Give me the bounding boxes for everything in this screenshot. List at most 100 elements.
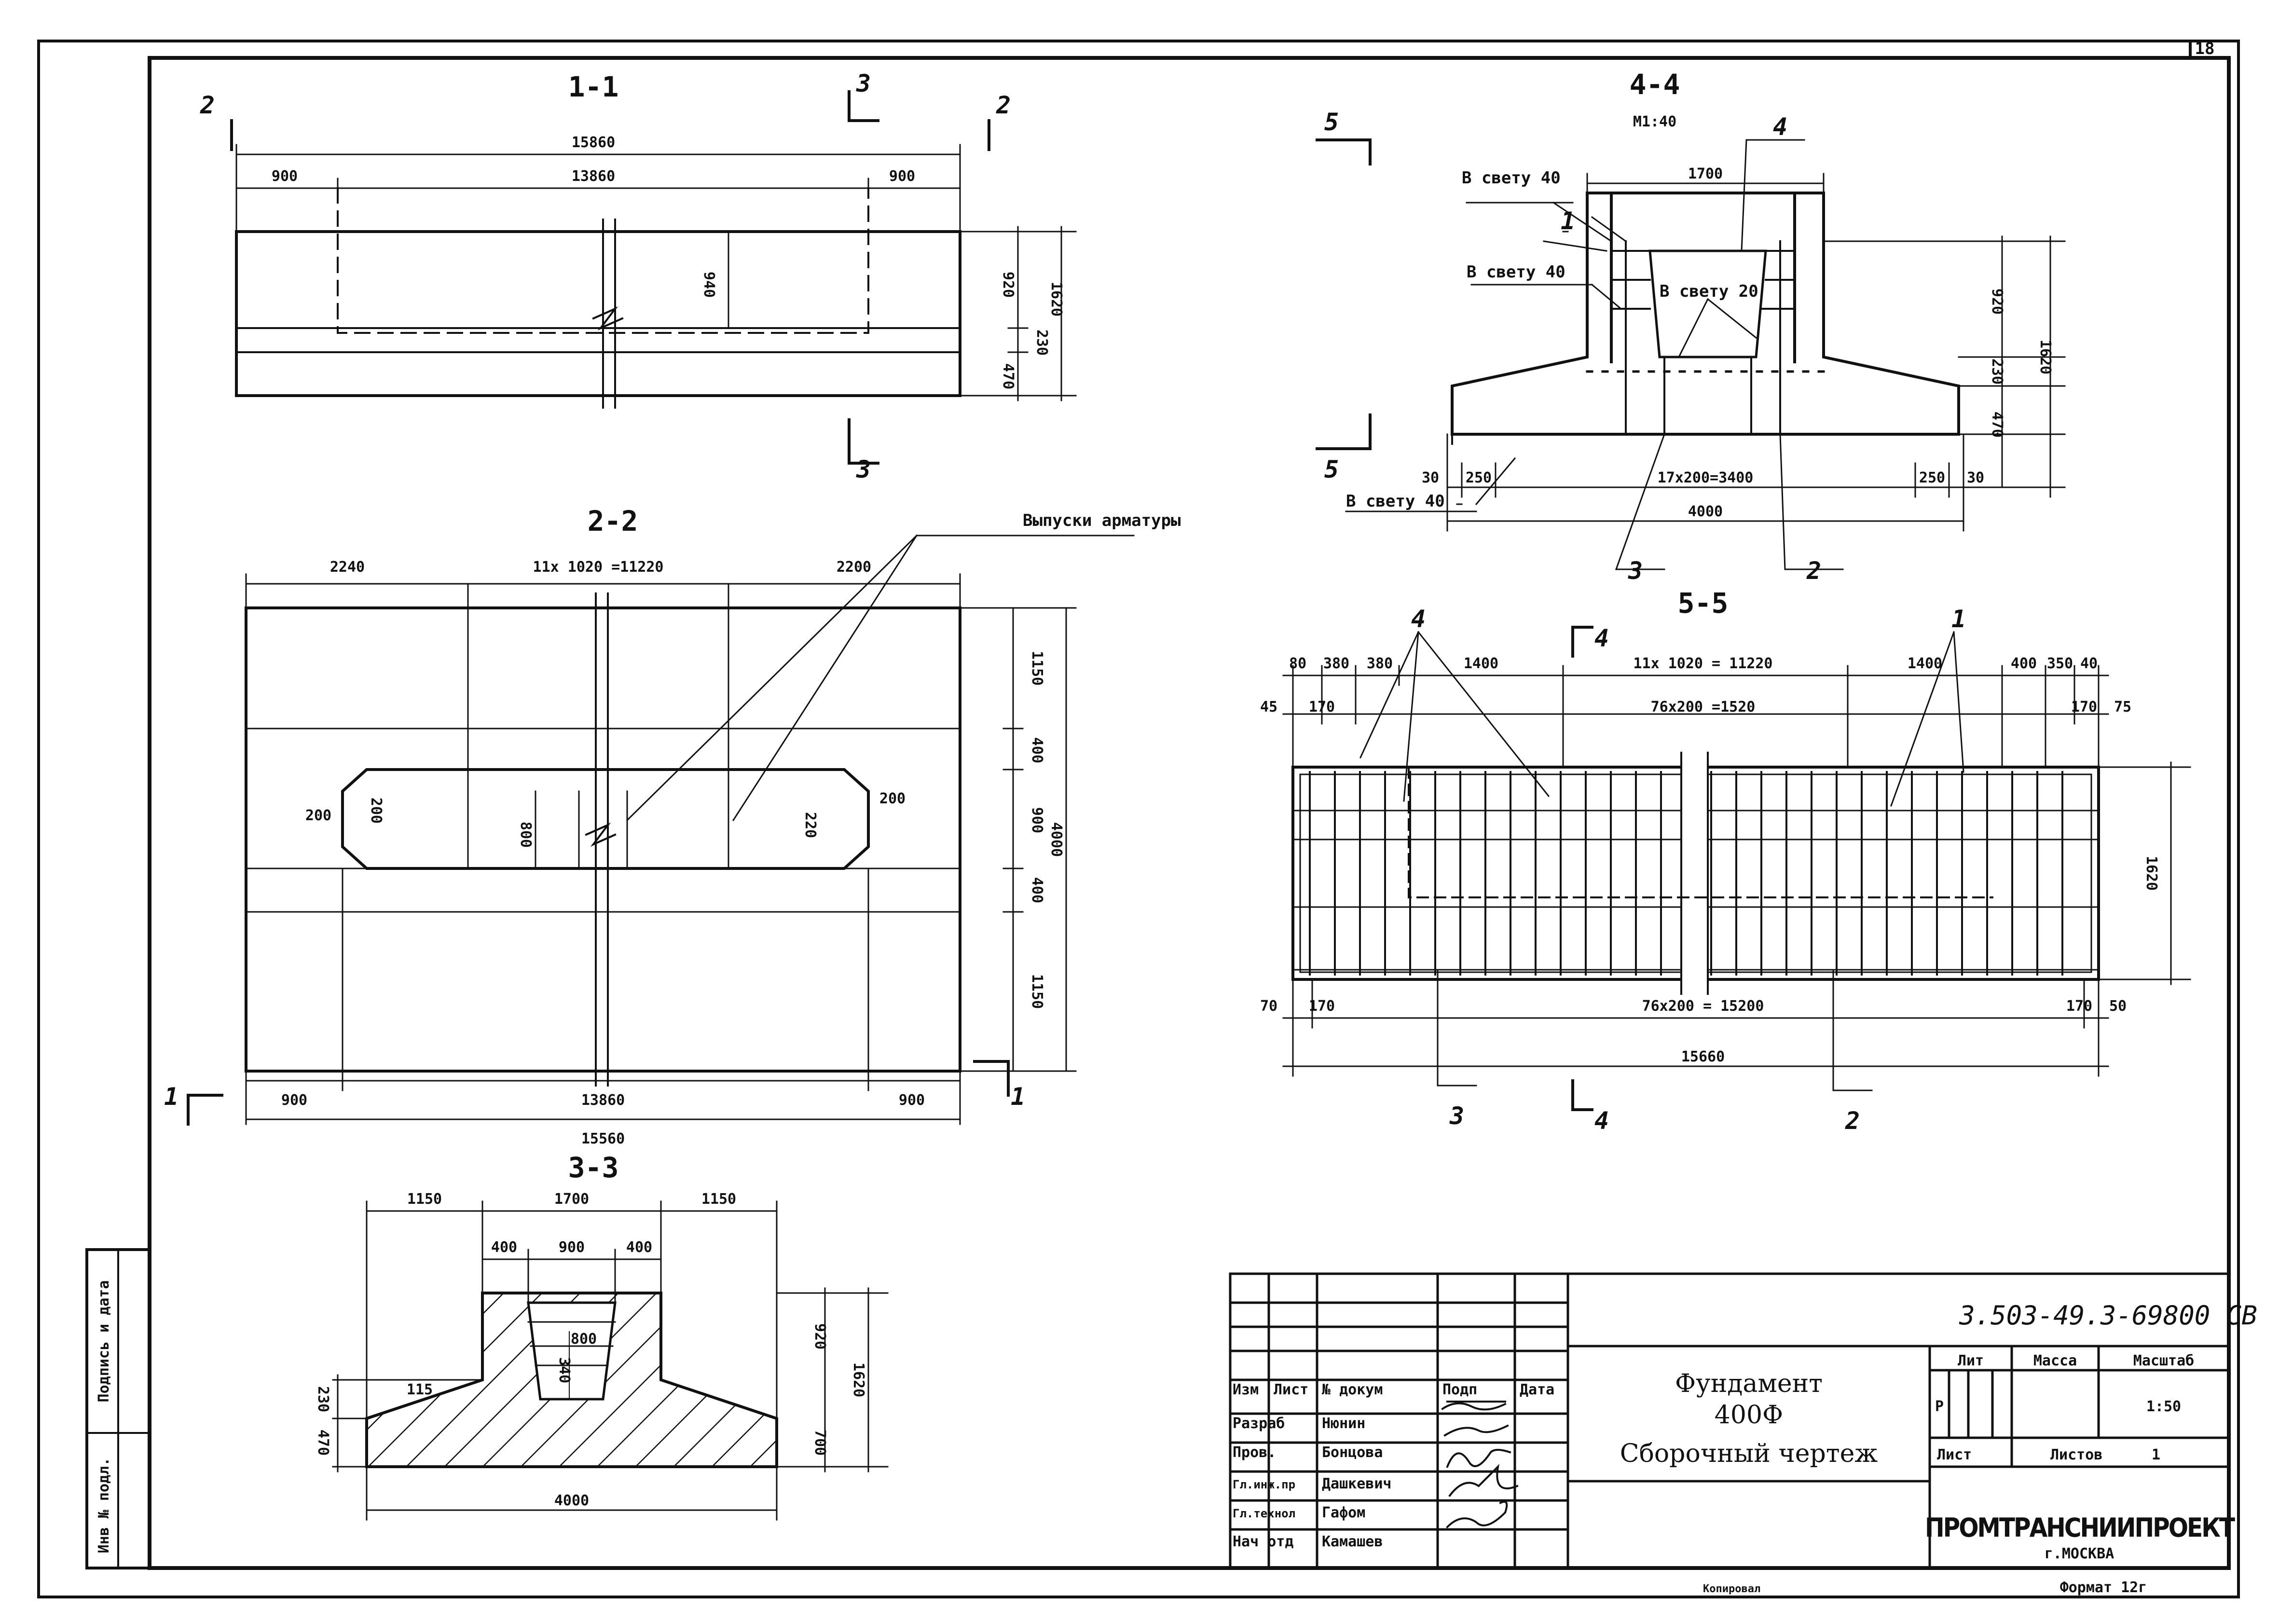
s11-dim-920: 920: [1000, 272, 1016, 298]
s55-cut-4-top: 4: [1594, 624, 1609, 652]
s22-dim-bottom-15560: 15560: [581, 1130, 625, 1147]
s44-callout-3: 3: [1628, 557, 1643, 585]
s33-dim-340: 340: [556, 1357, 573, 1383]
organization-name: ПРОМТРАНСНИИПРОЕКТ: [1925, 1513, 2235, 1543]
s44-dim-30-left: 30: [1422, 469, 1439, 486]
s55-dim-75: 75: [2114, 699, 2131, 716]
s55-dim-70: 70: [1260, 998, 1277, 1015]
s11-cut-2-left: 2: [200, 91, 215, 119]
s55-dim-400: 400: [2011, 655, 2037, 672]
s55-dim-170-left: 170: [1309, 699, 1335, 716]
s55-dim-380: 380: [1323, 655, 1349, 672]
s55-callout-1: 1: [1951, 605, 1966, 633]
s44-dim-250-left: 250: [1466, 469, 1492, 486]
side-stamp-inv: Инв № подл.: [96, 1458, 112, 1554]
s22-dim-1150-bottom: 1150: [1029, 974, 1045, 1009]
s44-callout-2: 2: [1806, 557, 1821, 585]
s44-dim-230: 230: [1989, 358, 2005, 385]
tb-name-2: Дашкевич: [1322, 1475, 1392, 1492]
s44-label-clear40-mid: В свету 40: [1467, 262, 1565, 282]
s22-dim-1150-top: 1150: [1029, 651, 1045, 686]
s11-dim-1620: 1620: [1048, 282, 1065, 317]
s55-dim-total: 15660: [1681, 1048, 1725, 1065]
s22-cut-1-right: 1: [1011, 1083, 1025, 1111]
s22-note-rebar-outlets: Выпуски арматуры: [1023, 511, 1181, 530]
s44-callout-1: 1: [1561, 207, 1575, 235]
s11-cut-3-top: 3: [856, 69, 871, 97]
s44-dim-920: 920: [1989, 289, 2005, 315]
s55-dim-170-bottom-right: 170: [2066, 998, 2092, 1015]
tb-header-izm: Изм: [1233, 1381, 1259, 1398]
s33-dim-400-left: 400: [491, 1239, 517, 1256]
s22-dim-400-top: 400: [1029, 737, 1045, 763]
s55-callout-4: 4: [1411, 605, 1426, 633]
tb-role-0: Разраб: [1233, 1415, 1285, 1432]
s22-dim-bottom-900-right: 900: [899, 1092, 925, 1109]
s55-dim-76x200-bottom: 76x200 = 15200: [1642, 998, 1764, 1015]
s33-dim-700: 700: [811, 1430, 828, 1456]
s11-dim-230: 230: [1033, 330, 1050, 356]
tb-role-4: Нач отд: [1233, 1533, 1293, 1550]
s33-dim-900: 900: [559, 1239, 585, 1256]
s55-callout-3: 3: [1449, 1102, 1464, 1130]
s22-dim-200-right: 200: [879, 790, 906, 807]
tb-name-3: Гафом: [1322, 1504, 1365, 1521]
s33-dim-1700: 1700: [554, 1191, 589, 1208]
s11-dim-middle: 13860: [572, 168, 615, 185]
s22-dim-400-bottom: 400: [1029, 877, 1045, 903]
s55-dim-1400-left: 1400: [1464, 655, 1498, 672]
s44-cut-5-bottom: 5: [1324, 455, 1339, 483]
s55-dim-350: 350: [2047, 655, 2073, 672]
s22-cut-1-left: 1: [164, 1083, 178, 1111]
section-4-4-title: 4-4: [1630, 68, 1680, 101]
tb-header-list: Лист: [1274, 1381, 1308, 1398]
tb-sheets-label: Листов: [2050, 1446, 2102, 1463]
s22-dim-200-inner: 200: [368, 798, 384, 824]
side-stamp-sign: Подпись и дата: [96, 1280, 112, 1403]
s55-dim-40: 40: [2080, 655, 2098, 672]
s33-dim-800: 800: [571, 1331, 597, 1348]
s33-dim-920: 920: [811, 1323, 828, 1349]
s11-cut-3-bottom: 3: [856, 455, 871, 483]
copied-by: Копировал: [1703, 1583, 1760, 1595]
s11-dim-overall: 15860: [572, 134, 615, 151]
s44-dim-1620: 1620: [2037, 340, 2054, 374]
s44-dim-base: 4000: [1688, 503, 1723, 520]
tb-lit-label: Лит: [1958, 1352, 1984, 1369]
s33-dim-1150-left: 1150: [407, 1191, 442, 1208]
tb-scale-label: Масштаб: [2133, 1352, 2194, 1369]
tb-role-3: Гл.технол: [1233, 1507, 1295, 1520]
section-5-5: [1282, 626, 2191, 1111]
s33-dim-1150-right: 1150: [701, 1191, 736, 1208]
section-3-3: [332, 1200, 889, 1521]
s11-cut-2-right: 2: [996, 91, 1011, 119]
tb-role-2: Гл.инж.пр: [1233, 1478, 1295, 1491]
s55-callout-2: 2: [1845, 1107, 1860, 1135]
s55-dim-80: 80: [1289, 655, 1306, 672]
s44-label-clear40-top: В свету 40: [1462, 168, 1561, 188]
s55-dim-170-right: 170: [2071, 699, 2097, 716]
s55-cut-4-bottom: 4: [1594, 1107, 1609, 1135]
s44-label-clear20: В свету 20: [1660, 282, 1758, 301]
s44-label-clear40-bottom: В свету 40: [1346, 492, 1445, 511]
s55-dim-1620: 1620: [2143, 856, 2160, 891]
sheet-number: 18: [2195, 39, 2215, 58]
s22-dim-200-left: 200: [305, 807, 331, 824]
s44-dim-top: 1700: [1688, 165, 1723, 182]
section-3-3-title: 3-3: [568, 1151, 619, 1184]
s22-dim-left: 2240: [330, 559, 365, 576]
s55-dim-1400-right: 1400: [1908, 655, 1942, 672]
s22-dim-4000: 4000: [1048, 822, 1065, 857]
s11-dim-left: 900: [272, 168, 298, 185]
drawing-title-line2: 400Ф: [1715, 1401, 1783, 1430]
s22-dim-middle: 11x 1020 =11220: [533, 559, 664, 576]
s22-dim-800: 800: [517, 822, 534, 848]
s55-dim-76x200-top: 76x200 =1520: [1651, 699, 1756, 716]
s44-dim-middle: 17x200=3400: [1658, 469, 1754, 486]
s33-dim-470: 470: [315, 1430, 331, 1456]
tb-scale-value: 1:50: [2146, 1398, 2181, 1415]
s33-dim-400-right: 400: [626, 1239, 652, 1256]
s33-dim-1620: 1620: [850, 1363, 867, 1397]
tb-sheet-label: Лист: [1937, 1446, 1972, 1463]
